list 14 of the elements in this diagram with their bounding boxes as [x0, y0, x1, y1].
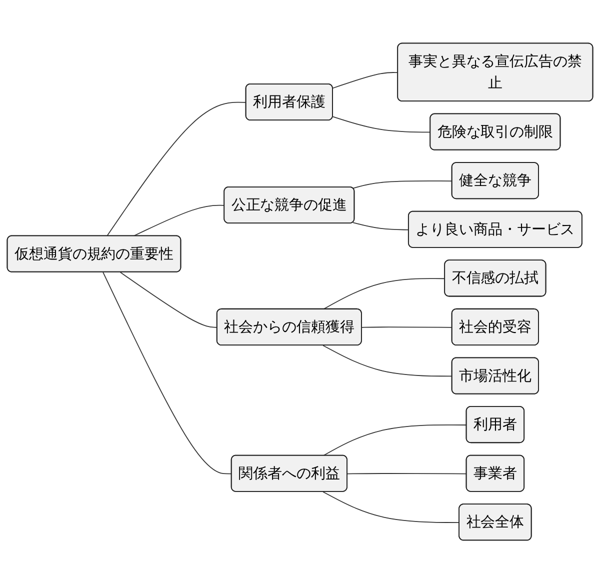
- connector: [322, 424, 468, 456]
- connector: [106, 102, 247, 236]
- connector: [332, 72, 398, 88]
- connector: [346, 472, 468, 474]
- connector: [322, 278, 446, 310]
- connector: [322, 344, 453, 376]
- connector: [332, 116, 432, 132]
- connector: [132, 204, 225, 236]
- connector: [352, 180, 453, 189]
- connector: [120, 272, 218, 328]
- connector: [361, 326, 453, 328]
- connector: [322, 491, 460, 523]
- connector: [102, 272, 232, 474]
- connector: [352, 222, 410, 230]
